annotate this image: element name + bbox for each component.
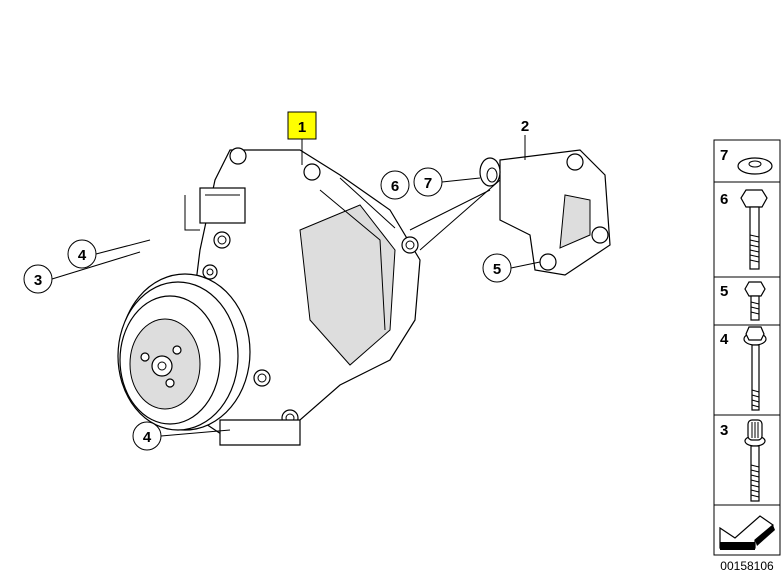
callout-6[interactable]: 6 <box>380 170 410 200</box>
legend-item-washer[interactable]: 7 <box>720 147 773 175</box>
callout-5[interactable]: 5 <box>482 253 512 283</box>
callout-7[interactable]: 7 <box>413 167 443 197</box>
short-bolt-icon <box>744 281 766 321</box>
legend-item-torx-bolt[interactable]: 3 <box>720 419 766 502</box>
flange-bolt-icon <box>743 326 767 411</box>
hex-bolt-icon <box>740 189 768 270</box>
ac-compressor-illustration <box>117 147 421 446</box>
parts-legend: 7 6 5 4 <box>713 139 781 573</box>
callout-3[interactable]: 3 <box>23 264 53 294</box>
svg-text:4: 4 <box>720 331 729 348</box>
svg-text:3: 3 <box>720 422 728 439</box>
legend-item-short-bolt[interactable]: 5 <box>720 281 766 321</box>
callout-2[interactable]: 2 <box>521 118 529 135</box>
callout-1-label: 1 <box>298 119 306 136</box>
svg-text:4: 4 <box>78 247 87 264</box>
svg-text:4: 4 <box>143 429 152 446</box>
svg-text:5: 5 <box>493 261 501 278</box>
callout-4-top[interactable]: 4 <box>67 239 97 269</box>
torx-bolt-icon <box>744 419 766 502</box>
diagram-number: 00158106 <box>720 559 774 573</box>
leader-lines <box>51 135 541 437</box>
arrow-icon <box>719 515 775 550</box>
washer-icon <box>737 157 773 175</box>
bracket-illustration <box>479 149 611 276</box>
svg-text:6: 6 <box>391 178 399 195</box>
svg-text:7: 7 <box>424 175 432 192</box>
svg-text:6: 6 <box>720 191 728 208</box>
svg-text:3: 3 <box>34 272 42 289</box>
svg-text:7: 7 <box>720 147 728 164</box>
callout-4-bottom[interactable]: 4 <box>132 421 162 451</box>
svg-text:5: 5 <box>720 283 728 300</box>
callout-1[interactable]: 1 <box>287 111 317 140</box>
legend-item-hex-bolt[interactable]: 6 <box>720 189 768 270</box>
legend-item-flange-bolt[interactable]: 4 <box>720 326 767 411</box>
